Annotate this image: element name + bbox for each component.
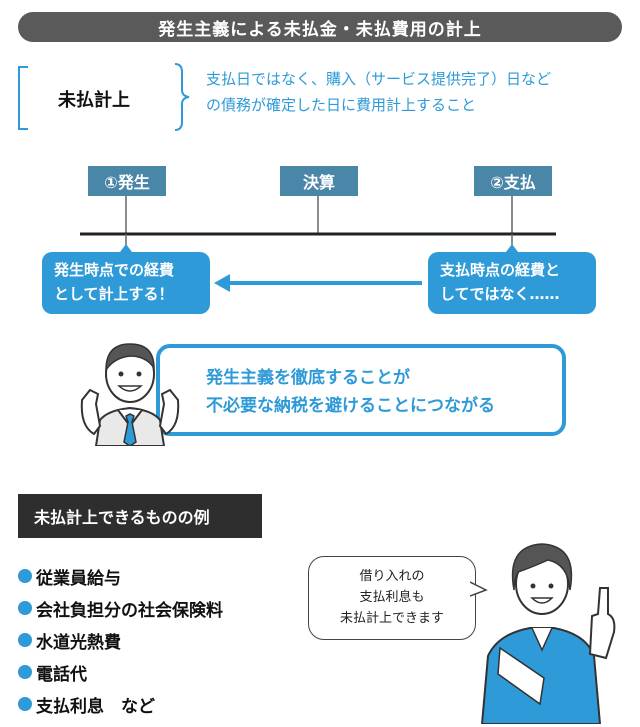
speech-tail	[470, 581, 488, 597]
timeline-label-occurrence: ①発生	[88, 166, 166, 196]
curly-brace-icon	[174, 63, 190, 131]
timeline-lines	[80, 196, 556, 252]
businessman-illustration	[80, 343, 180, 446]
list-item-text: 支払利息 など	[36, 696, 155, 717]
speech-line: 支払利息も	[359, 590, 425, 605]
examples-header-text: 未払計上できるものの例	[34, 508, 210, 527]
list-item: 会社負担分の社会保険料	[18, 592, 223, 624]
list-item: 支払利息 など	[18, 688, 223, 720]
bullet-icon	[18, 601, 32, 615]
list-item: 電話代	[18, 656, 223, 688]
speech-line: 借り入れの	[359, 569, 425, 584]
title-banner: 発生主義による未払金・未払費用の計上	[18, 12, 622, 42]
bullet-icon	[18, 665, 32, 679]
callout-line: として計上する！	[54, 285, 174, 303]
list-item-text: 会社負担分の社会保険料	[36, 600, 223, 621]
callout-line: 発生時点での経費	[54, 261, 175, 279]
message-line: 不必要な納税を避けることにつながる	[206, 396, 495, 416]
list-item-text: 従業員給与	[36, 568, 121, 589]
examples-header: 未払計上できるものの例	[18, 494, 262, 538]
message-line: 発生主義を徹底することが	[206, 368, 410, 388]
timeline-label-payment: ②支払	[474, 166, 552, 196]
list-item-text: 水道光熱費	[36, 632, 121, 653]
timeline-label-settlement: 決算	[280, 166, 358, 196]
callout-line: してではなく……	[440, 285, 560, 303]
list-item-text: 電話代	[36, 664, 87, 685]
list-item: 水道光熱費	[18, 624, 223, 656]
speech-bubble: 借り入れの 支払利息も 未払計上できます	[308, 556, 476, 640]
term-definition: 支払日ではなく、購入（サービス提供完了）日など の債務が確定した日に費用計上する…	[206, 66, 626, 118]
speech-line: 未払計上できます	[339, 611, 444, 626]
term-box: 未払計上	[18, 66, 188, 130]
definition-line-2: の債務が確定した日に費用計上すること	[206, 96, 477, 114]
examples-list: 従業員給与 会社負担分の社会保険料 水道光熱費 電話代 支払利息 など	[18, 560, 223, 720]
message-box: 発生主義を徹底することが 不必要な納税を避けることにつながる	[156, 344, 566, 436]
list-item: 従業員給与	[18, 560, 223, 592]
callout-payment: 支払時点の経費と してではなく……	[428, 252, 596, 314]
businesswoman-illustration	[480, 543, 616, 724]
bullet-icon	[18, 697, 32, 711]
bullet-icon	[18, 569, 32, 583]
term-label: 未払計上	[58, 90, 130, 111]
message-text: 発生主義を徹底することが 不必要な納税を避けることにつながる	[206, 364, 495, 420]
title-text: 発生主義による未払金・未払費用の計上	[158, 19, 482, 40]
callout-line: 支払時点の経費と	[440, 261, 561, 279]
bullet-icon	[18, 633, 32, 647]
callout-occurrence: 発生時点での経費 として計上する！	[42, 252, 210, 314]
left-arrow-icon	[214, 274, 422, 292]
definition-line-1: 支払日ではなく、購入（サービス提供完了）日など	[206, 70, 552, 88]
bracket-left	[18, 66, 28, 130]
timeline-label-text: ①発生	[104, 173, 150, 192]
timeline-label-text: 決算	[302, 173, 335, 192]
timeline-label-text: ②支払	[490, 173, 536, 192]
